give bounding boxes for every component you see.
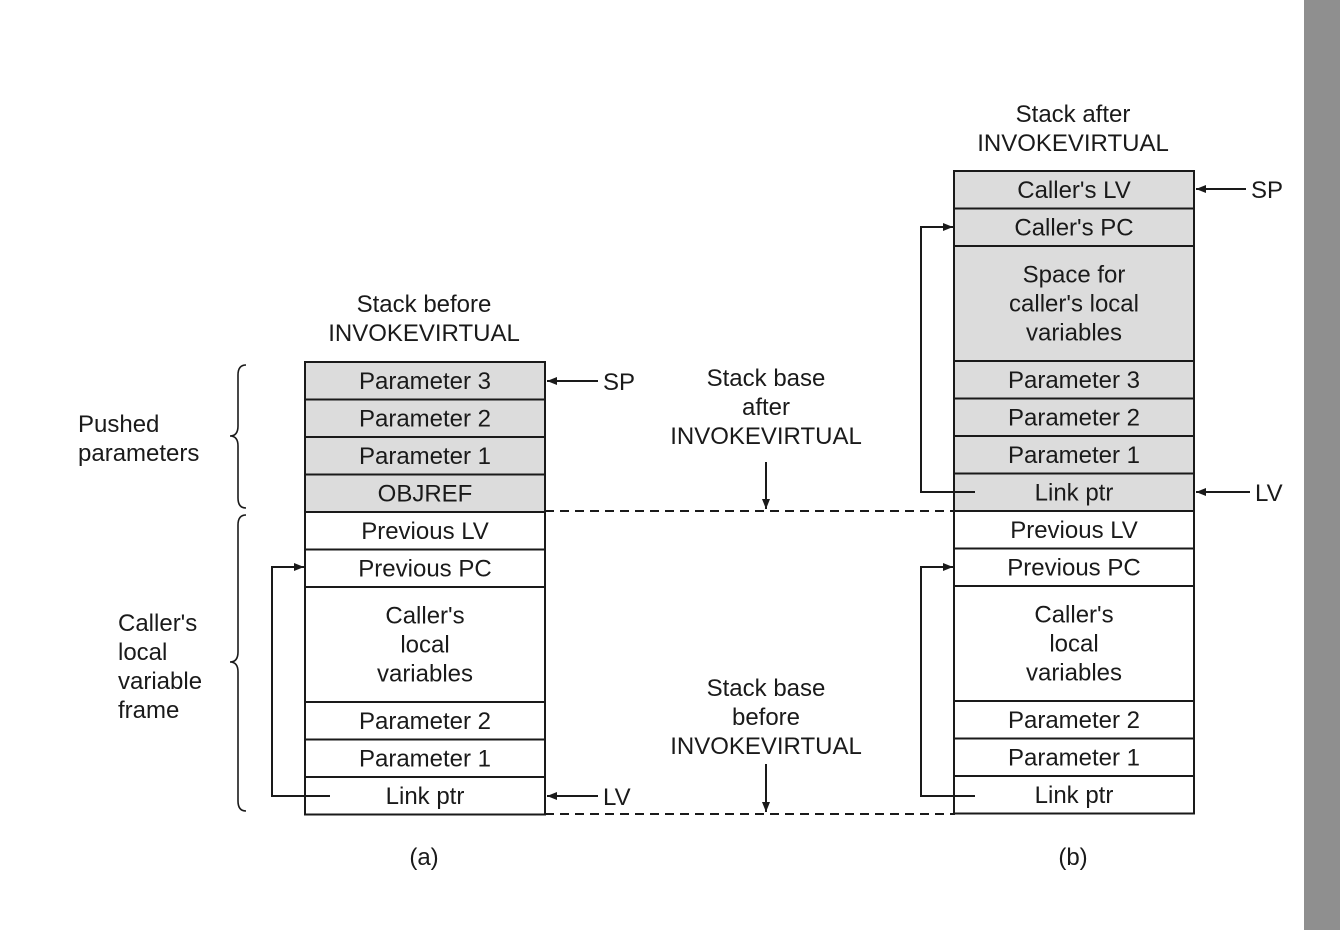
frame-label-line2: local xyxy=(118,639,167,666)
stack-b-upper-link-arrow xyxy=(920,223,975,493)
stack-a-cell-label: local xyxy=(400,632,449,659)
pushed-label-line1: Pushed xyxy=(78,411,159,438)
stack-a-cell-label: Caller's xyxy=(385,603,464,630)
base-after-line1: Stack base xyxy=(707,365,826,392)
stack-b-cell-label: Link ptr xyxy=(1035,479,1114,506)
stack-b-cells: Caller's LV Caller's PC Space forcaller's … xyxy=(953,170,1195,815)
stack-a-cell-label: Previous LV xyxy=(361,518,489,545)
invokevirtual-stack-diagram: Stack before INVOKEVIRTUAL Parameter 3Pa… xyxy=(78,101,1283,871)
stack-b-cell xyxy=(953,700,1195,740)
base-after-line2: after xyxy=(742,394,790,421)
base-before-line2: before xyxy=(732,704,800,731)
stack-b-title-line2: INVOKEVIRTUAL xyxy=(977,130,1169,157)
stack-b-cell-label: Parameter 3 xyxy=(1008,367,1140,394)
stack-a-cell xyxy=(304,701,546,741)
stack-a-cells: Parameter 3 Parameter 2 Parameter 1 OBJREF P… xyxy=(304,361,546,816)
stack-a-cell-label: Parameter 1 xyxy=(359,745,491,772)
stack-a-cell-label: Parameter 2 xyxy=(359,708,491,735)
stack-b-cell-label: Parameter 2 xyxy=(1008,707,1140,734)
stack-base-after: Stack base after INVOKEVIRTUAL xyxy=(545,365,955,512)
stack-b-lower-link-arrow xyxy=(920,563,975,797)
stack-a-cell xyxy=(304,398,546,438)
stack-a-sp-label: SP xyxy=(603,369,635,396)
stack-b: Stack after INVOKEVIRTUAL Caller's LVCal… xyxy=(920,101,1283,871)
stack-a-cell-label: Parameter 2 xyxy=(359,405,491,432)
pushed-parameters-brace: Pushed parameters xyxy=(78,364,247,509)
stack-b-cell xyxy=(953,245,1195,362)
stack-b-cell xyxy=(953,547,1195,587)
stack-b-cell xyxy=(953,207,1195,247)
stack-b-cell xyxy=(953,737,1195,777)
stack-a-cell-label: variables xyxy=(377,661,473,688)
stack-b-cell xyxy=(953,397,1195,437)
stack-a: Stack before INVOKEVIRTUAL Parameter 3Pa… xyxy=(271,291,635,871)
stack-a-lv-label: LV xyxy=(603,784,631,811)
stack-a-cell-label: OBJREF xyxy=(378,480,473,507)
stack-b-cell-label: variables xyxy=(1026,320,1122,347)
stack-b-cell-label: Previous LV xyxy=(1010,517,1138,544)
stack-a-caption: (a) xyxy=(409,844,438,871)
stack-a-cell-label: Previous PC xyxy=(358,555,491,582)
stack-b-cell-label: variables xyxy=(1026,660,1122,687)
stack-b-cell-label: Caller's PC xyxy=(1014,214,1133,241)
stack-b-cell-label: Previous PC xyxy=(1007,554,1140,581)
stack-b-cell xyxy=(953,585,1195,702)
stack-a-cell xyxy=(304,361,546,401)
stack-a-title-line1: Stack before xyxy=(357,291,492,318)
stack-b-cell-label: local xyxy=(1049,631,1098,658)
base-after-line3: INVOKEVIRTUAL xyxy=(670,423,862,450)
stack-a-cell xyxy=(304,473,546,513)
stack-base-before: Stack base before INVOKEVIRTUAL xyxy=(545,675,955,815)
stack-a-title-line2: INVOKEVIRTUAL xyxy=(328,320,520,347)
stack-b-cell-label: Parameter 1 xyxy=(1008,442,1140,469)
stack-b-title-line1: Stack after xyxy=(1016,101,1131,128)
stack-a-cell-label: Parameter 3 xyxy=(359,368,491,395)
stack-a-link-arrow xyxy=(271,563,330,797)
stack-b-cell xyxy=(953,775,1195,815)
stack-a-cell-label: Parameter 1 xyxy=(359,443,491,470)
stack-b-cell-label: Link ptr xyxy=(1035,782,1114,809)
stack-a-cell-label: Link ptr xyxy=(386,783,465,810)
stack-b-cell-label: Caller's LV xyxy=(1017,177,1131,204)
stack-b-cell-label: Parameter 2 xyxy=(1008,404,1140,431)
frame-label-line3: variable xyxy=(118,668,202,695)
stack-b-cell xyxy=(953,435,1195,475)
pushed-label-line2: parameters xyxy=(78,440,199,467)
base-before-line1: Stack base xyxy=(707,675,826,702)
stack-b-caption: (b) xyxy=(1058,844,1087,871)
stack-b-cell-label: caller's local xyxy=(1009,291,1139,318)
frame-brace: Caller's local variable frame xyxy=(118,514,247,812)
stack-b-lv-label: LV xyxy=(1255,480,1283,507)
stack-b-cell-label: Space for xyxy=(1023,262,1126,289)
stack-b-sp-label: SP xyxy=(1251,177,1283,204)
stack-b-cell-label: Caller's xyxy=(1034,602,1113,629)
stack-b-cell xyxy=(953,510,1195,550)
vertical-scrollbar[interactable] xyxy=(1304,0,1340,930)
frame-label-line4: frame xyxy=(118,697,179,724)
base-before-line3: INVOKEVIRTUAL xyxy=(670,733,862,760)
stack-a-cell xyxy=(304,548,546,588)
frame-label-line1: Caller's xyxy=(118,610,197,637)
stack-b-cell-label: Parameter 1 xyxy=(1008,744,1140,771)
